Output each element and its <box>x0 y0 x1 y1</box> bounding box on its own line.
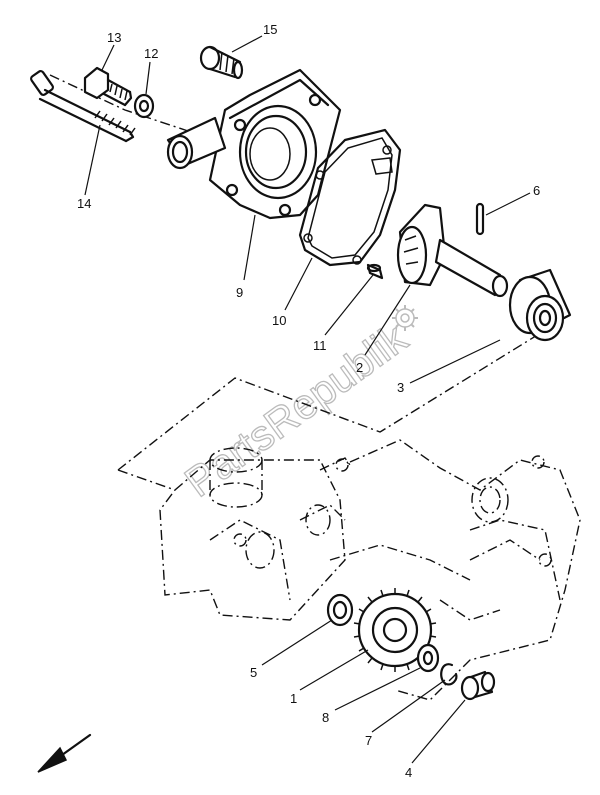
gasket <box>298 128 402 267</box>
bolt-with-hex-head <box>83 66 133 107</box>
washer <box>133 93 155 119</box>
bolt-short <box>199 45 244 80</box>
gear-icon <box>392 305 418 331</box>
dowel-pin <box>366 263 384 280</box>
long-bolt <box>30 70 136 143</box>
callout-2: 2 <box>356 360 363 375</box>
bearing <box>508 268 572 342</box>
callout-3: 3 <box>397 380 404 395</box>
callout-12: 12 <box>144 46 158 61</box>
callout-11: 11 <box>313 338 327 353</box>
callout-labels: 13 12 15 14 9 10 11 2 3 6 5 1 8 7 4 <box>77 22 540 780</box>
impeller-shaft <box>396 203 509 298</box>
callout-7: 7 <box>365 733 372 748</box>
callout-13: 13 <box>107 30 121 45</box>
assembly-guide-lines <box>117 317 566 471</box>
water-pump-housing <box>166 68 342 220</box>
circlip <box>440 663 458 686</box>
callout-6: 6 <box>533 183 540 198</box>
crankcase-outline <box>159 439 581 701</box>
thrust-washer <box>326 593 354 627</box>
callout-4: 4 <box>405 765 412 780</box>
collar <box>460 670 496 701</box>
pump-drive-gear <box>353 588 437 672</box>
callout-1: 1 <box>290 691 297 706</box>
callout-5: 5 <box>250 665 257 680</box>
callout-10: 10 <box>272 313 286 328</box>
gear-washer <box>416 643 440 673</box>
arrow-down-left-icon <box>37 733 92 773</box>
watermark: PartsRepublik <box>176 313 417 507</box>
leader-lines <box>84 35 531 764</box>
callout-8: 8 <box>322 710 329 725</box>
callout-15: 15 <box>263 22 277 37</box>
watermark-text: PartsRepublik <box>176 313 416 505</box>
pin <box>475 202 485 236</box>
callout-9: 9 <box>236 285 243 300</box>
callout-14: 14 <box>77 196 91 211</box>
